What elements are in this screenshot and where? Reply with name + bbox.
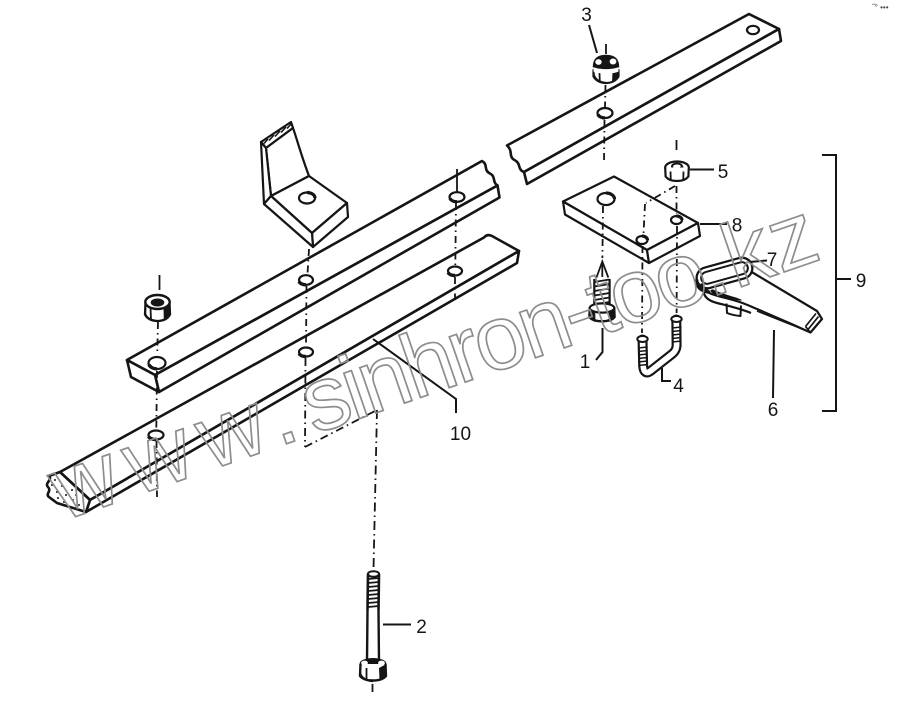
- svg-text:2: 2: [416, 617, 427, 638]
- svg-text:9: 9: [856, 271, 867, 292]
- svg-text:8: 8: [732, 216, 743, 237]
- svg-text:3: 3: [581, 5, 592, 26]
- svg-text:6: 6: [768, 400, 779, 421]
- svg-text:10: 10: [450, 424, 471, 445]
- svg-text:4: 4: [673, 376, 684, 397]
- svg-text:˝° •••: ˝° •••: [872, 3, 889, 12]
- svg-text:1: 1: [580, 352, 591, 373]
- svg-text:7: 7: [767, 250, 778, 271]
- svg-text:5: 5: [718, 162, 729, 183]
